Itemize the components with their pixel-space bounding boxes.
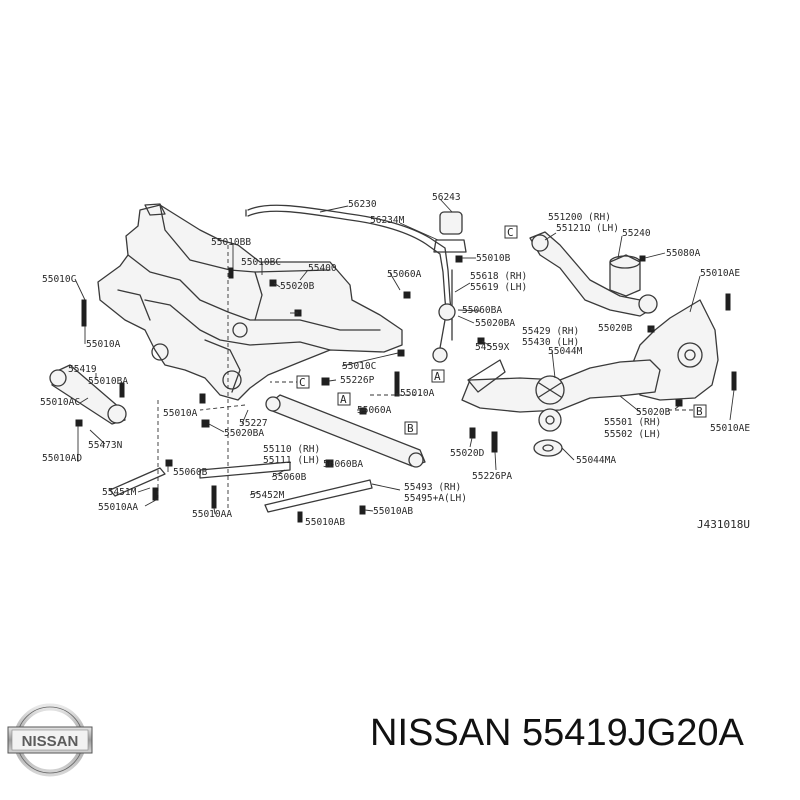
- callout-label: 55060BA: [462, 305, 502, 316]
- callout-label: 55452M: [250, 490, 285, 501]
- callout-label: 55044MA: [576, 455, 616, 466]
- callout-label: 55060BA: [323, 459, 363, 470]
- lower-brackets: [109, 359, 506, 513]
- ref-a-left: A: [337, 392, 351, 406]
- callout-label: 55451M: [102, 487, 137, 498]
- callout-label: 55020D: [450, 448, 485, 459]
- spring-bushing: [533, 439, 563, 457]
- callout-label: 55493 (RH): [404, 482, 461, 493]
- callout-label: 55010AB: [305, 517, 345, 528]
- callout-label: 55080A: [666, 248, 701, 259]
- callout-label: 55400: [308, 263, 337, 274]
- callout-label: 55473N: [88, 440, 123, 451]
- ref-b-right: B: [693, 404, 707, 418]
- fasteners: [75, 255, 737, 523]
- callout-label: 55495+A(LH): [404, 493, 467, 504]
- callout-label: 55020BA: [224, 428, 264, 439]
- callout-label: 55044M: [548, 346, 583, 357]
- callout-label: 55020BA: [475, 318, 515, 329]
- callout-label: 55060A: [387, 269, 422, 280]
- callout-labels: 56230 56243 56234M 55010B 551200 (RH) 55…: [40, 192, 750, 528]
- callout-label: 55430 (LH): [522, 337, 579, 348]
- callout-label: 56234M: [370, 215, 405, 226]
- svg-text:C: C: [507, 226, 514, 239]
- callout-label: 55226P: [340, 375, 375, 386]
- upper-link-arm: [529, 231, 658, 317]
- callout-label: 55010A: [86, 339, 121, 350]
- ref-a-center: A: [431, 369, 445, 383]
- callout-label: 56230: [348, 199, 377, 210]
- callout-label: 55010A: [163, 408, 198, 419]
- callout-label: 55429 (RH): [522, 326, 579, 337]
- callout-label: 55010AC: [40, 397, 80, 408]
- part-number-title: NISSAN 55419JG20A: [370, 712, 744, 754]
- ref-b-center: B: [404, 421, 418, 435]
- callout-label: 55619 (LH): [470, 282, 527, 293]
- callout-label: 55020B: [280, 281, 315, 292]
- svg-text:C: C: [299, 376, 306, 389]
- callout-label: 55240: [622, 228, 651, 239]
- diagram-code: J431018U: [697, 518, 750, 531]
- callout-label: 55419: [68, 364, 97, 375]
- radius-rod: [265, 394, 426, 468]
- callout-label: 56243: [432, 192, 461, 203]
- callout-label: 55010AA: [192, 509, 232, 520]
- callout-label: 55020B: [636, 407, 671, 418]
- callout-label: 55060A: [357, 405, 392, 416]
- svg-text:A: A: [340, 393, 347, 406]
- reference-markers: C C A A B B: [296, 225, 707, 435]
- callout-label: 55010AE: [710, 423, 750, 434]
- ref-c-lower: C: [296, 375, 310, 389]
- callout-label: 55618 (RH): [470, 271, 527, 282]
- callout-label: 55010C: [342, 361, 376, 372]
- callout-label: 55121Ω (LH): [556, 223, 619, 234]
- leader-lines: [74, 198, 735, 515]
- callout-label: 55010B: [476, 253, 511, 264]
- callout-label: 551200 (RH): [548, 212, 611, 223]
- callout-label: 55020B: [598, 323, 633, 334]
- callout-label: 55010AA: [98, 502, 138, 513]
- ref-c-upper: C: [504, 225, 518, 239]
- callout-label: 55227: [239, 418, 268, 429]
- callout-label: 55010AB: [373, 506, 413, 517]
- lower-link: [461, 359, 661, 432]
- callout-label: 55010C: [42, 274, 76, 285]
- svg-text:A: A: [434, 370, 441, 383]
- callout-label: 55010AE: [700, 268, 740, 279]
- callout-label: 55010AD: [42, 453, 82, 464]
- spring-seat: [609, 254, 641, 297]
- callout-label: 55010BA: [88, 376, 128, 387]
- callout-label: 55226PA: [472, 471, 512, 482]
- stabilizer-link: [432, 269, 456, 363]
- stabilizer-bushing: [433, 211, 467, 253]
- rear-subframe: [97, 203, 403, 401]
- svg-text:B: B: [696, 405, 703, 418]
- callout-label: 55501 (RH): [604, 417, 661, 428]
- callout-label: 55060B: [272, 472, 307, 483]
- callout-label: 55010BC: [241, 257, 281, 268]
- nissan-logo: NISSAN: [7, 703, 93, 777]
- front-lower-link: [49, 364, 127, 425]
- svg-text:NISSAN: NISSAN: [22, 733, 79, 750]
- callout-label: 55060B: [173, 467, 208, 478]
- stabilizer-bar: [245, 204, 453, 321]
- callout-label: 55111 (LH): [263, 455, 320, 466]
- callout-label: 55502 (LH): [604, 429, 661, 440]
- callout-label: 55010A: [400, 388, 435, 399]
- callout-label: 55010BB: [211, 237, 251, 248]
- callout-label: 55110 (RH): [263, 444, 320, 455]
- callout-label: 54559X: [475, 342, 510, 353]
- svg-text:B: B: [407, 422, 414, 435]
